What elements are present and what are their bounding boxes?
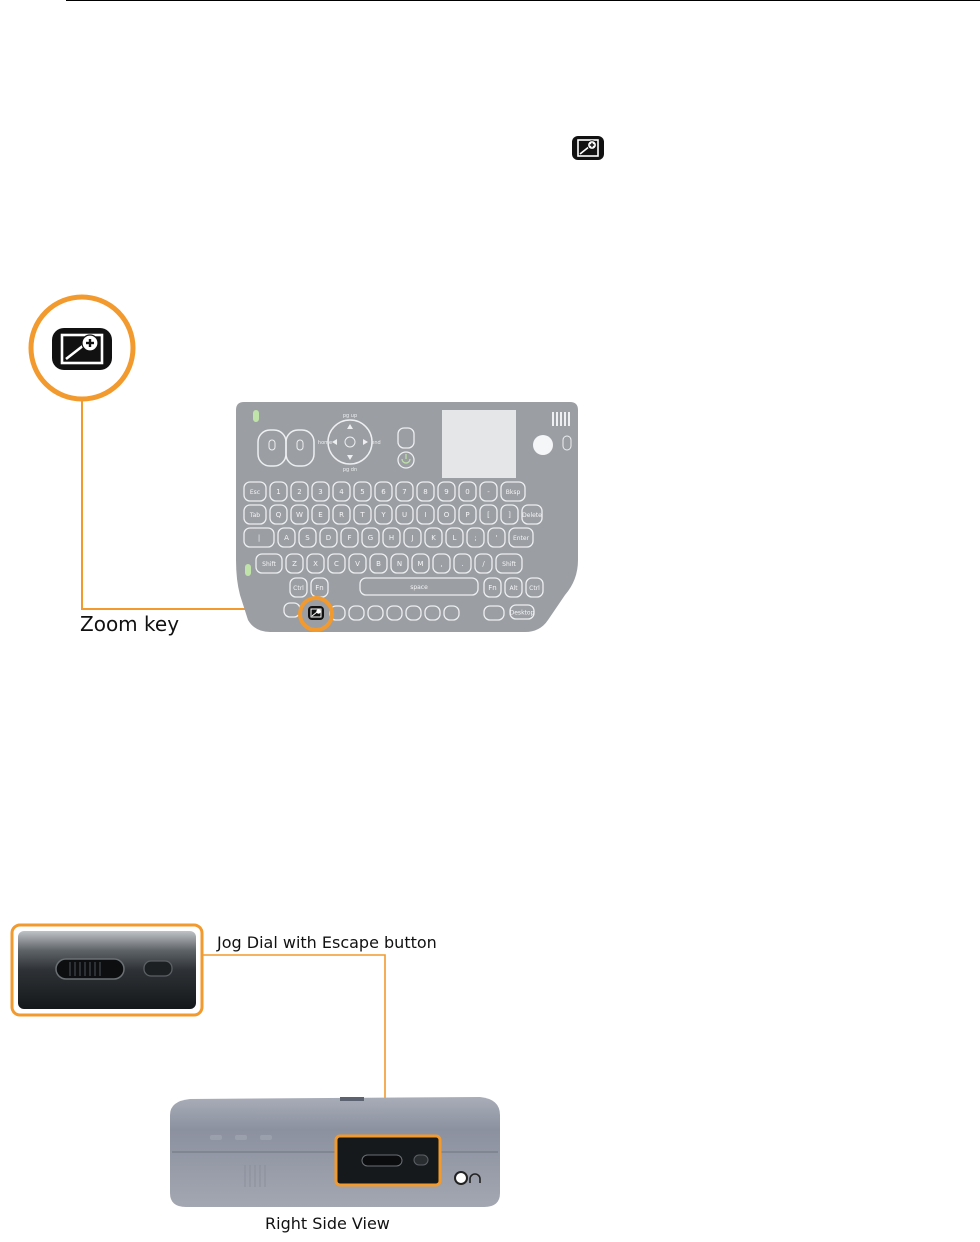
svg-text:,: ,: [440, 560, 442, 568]
svg-text:space: space: [410, 584, 428, 591]
svg-text:Fn: Fn: [488, 584, 496, 592]
svg-text:U: U: [402, 511, 407, 519]
svg-text:P: P: [465, 511, 469, 519]
svg-text:R: R: [339, 511, 344, 519]
svg-text:5: 5: [360, 488, 364, 496]
svg-text:X: X: [313, 560, 318, 568]
svg-text:I: I: [424, 511, 426, 519]
svg-text:Bksp: Bksp: [506, 489, 521, 496]
svg-text:E: E: [318, 511, 322, 519]
svg-text:pg up: pg up: [343, 413, 357, 419]
svg-text:': ': [496, 534, 498, 542]
led-top: [253, 410, 259, 422]
svg-text:]: ]: [508, 511, 511, 519]
svg-text:T: T: [359, 511, 365, 519]
svg-text:O: O: [444, 511, 450, 519]
svg-text:8: 8: [423, 488, 427, 496]
svg-text:|: |: [258, 534, 260, 542]
zoom-callout-icon: [52, 328, 112, 370]
svg-text:pg dn: pg dn: [343, 467, 357, 473]
svg-text:A: A: [284, 534, 289, 542]
svg-text:Z: Z: [292, 560, 297, 568]
svg-text:0: 0: [465, 488, 469, 496]
svg-text:D: D: [326, 534, 331, 542]
svg-text:home: home: [318, 440, 332, 446]
svg-text:L: L: [453, 534, 457, 542]
svg-text:M: M: [417, 560, 423, 568]
svg-text:3: 3: [318, 488, 322, 496]
svg-text:1: 1: [276, 488, 280, 496]
svg-text:;: ;: [474, 534, 476, 542]
svg-text:F: F: [347, 534, 351, 542]
svg-text:9: 9: [444, 488, 448, 496]
svg-text:4: 4: [339, 488, 344, 496]
svg-text:S: S: [305, 534, 310, 542]
zoom-key: [308, 606, 324, 620]
svg-text:7: 7: [402, 488, 406, 496]
svg-text:2: 2: [297, 488, 301, 496]
audio-jack: [455, 1172, 467, 1184]
svg-text:Ctrl: Ctrl: [529, 585, 540, 592]
svg-text:Delete: Delete: [522, 512, 542, 519]
right-side-view-label: Right Side View: [265, 1214, 390, 1233]
svg-text:N: N: [397, 560, 402, 568]
top-rule: [66, 0, 980, 1]
escape-button: [144, 961, 172, 976]
svg-text:H: H: [389, 534, 394, 542]
touchpad: [442, 410, 516, 478]
jog-dial-label: Jog Dial with Escape button: [217, 933, 437, 952]
svg-text:B: B: [376, 560, 381, 568]
svg-text:Shift: Shift: [262, 561, 276, 568]
svg-text:.: .: [461, 560, 463, 568]
svg-text:[: [: [487, 511, 490, 519]
zoom-key-label: Zoom key: [80, 612, 179, 636]
svg-text:J: J: [410, 534, 413, 542]
led-side: [245, 564, 251, 576]
svg-text:Desktop: Desktop: [510, 610, 535, 617]
svg-text:V: V: [355, 560, 360, 568]
svg-text:Esc: Esc: [250, 489, 260, 496]
svg-text:Shift: Shift: [502, 561, 516, 568]
zoom-icon: [571, 135, 605, 161]
svg-text:Enter: Enter: [513, 535, 530, 542]
svg-text:C: C: [334, 560, 339, 568]
svg-text:Q: Q: [276, 511, 282, 519]
svg-text:Tab: Tab: [249, 512, 260, 519]
svg-text:K: K: [431, 534, 436, 542]
svg-text:Ctrl: Ctrl: [293, 585, 304, 592]
svg-text:Y: Y: [380, 511, 386, 519]
svg-text:Fn: Fn: [315, 584, 323, 592]
side-view-figure: [0, 915, 520, 1215]
svg-text:Alt: Alt: [509, 585, 518, 592]
svg-text:G: G: [368, 534, 373, 542]
svg-text:end: end: [371, 440, 380, 446]
svg-text:W: W: [296, 511, 303, 519]
svg-text:6: 6: [381, 488, 386, 496]
